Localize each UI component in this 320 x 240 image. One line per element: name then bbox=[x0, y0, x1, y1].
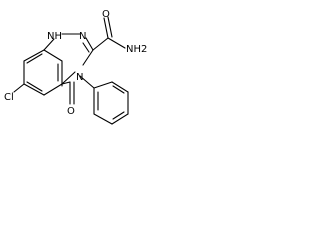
amide-group bbox=[92, 16, 126, 51]
nh-label: NH bbox=[47, 31, 62, 42]
ring-carbonyl bbox=[61, 81, 75, 105]
amide-nh2-label: NH2 bbox=[126, 44, 147, 55]
phenyl-ring bbox=[79, 75, 129, 125]
cl-label: Cl bbox=[4, 92, 14, 103]
n2-label: N bbox=[79, 31, 86, 42]
molecule-structure: NH N N NH2 O O Cl bbox=[4, 9, 147, 125]
diazepine-ring bbox=[43, 33, 94, 87]
n-phenyl-label: N bbox=[76, 72, 83, 83]
chloro-bond bbox=[13, 83, 25, 93]
amide-o-label: O bbox=[102, 9, 110, 20]
ring-o-label: O bbox=[67, 106, 75, 117]
benzo-ring bbox=[23, 49, 63, 96]
